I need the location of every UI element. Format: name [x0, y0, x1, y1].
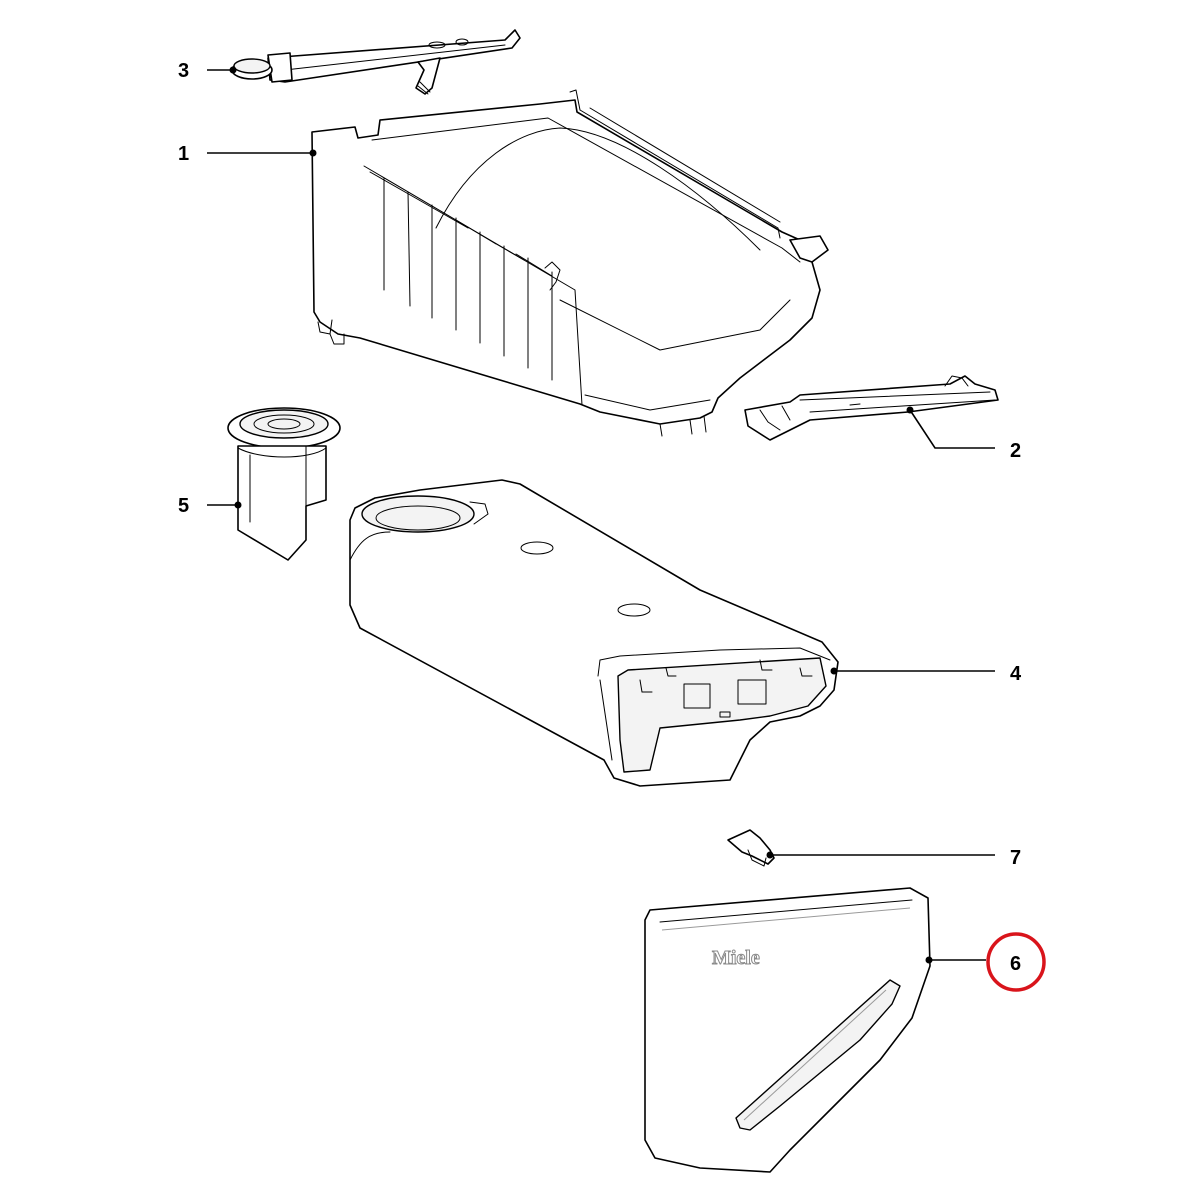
part-7-clip: [727, 829, 775, 867]
callout-1[interactable]: 1: [178, 143, 189, 165]
miele-logo: Miele: [712, 947, 760, 969]
part-2-slide-rail: [744, 375, 999, 441]
leader-lines: [207, 66, 995, 964]
callout-6[interactable]: 6: [1010, 953, 1021, 975]
part-6-front-panel: Miele: [644, 887, 931, 1173]
callout-4[interactable]: 4: [1010, 663, 1022, 685]
callout-labels: 3 1 2 5 4 7 6: [178, 60, 1046, 992]
callout-5[interactable]: 5: [178, 495, 189, 517]
callout-2[interactable]: 2: [1010, 440, 1021, 462]
part-3-hinge-lever: [231, 29, 521, 95]
callout-3[interactable]: 3: [178, 60, 189, 82]
callout-7[interactable]: 7: [1010, 847, 1021, 869]
part-4-dispenser-drawer: [349, 479, 839, 787]
part-1-upper-housing: [311, 89, 829, 437]
highlight-circle: [986, 932, 1046, 992]
part-5-filter-insert: [227, 407, 341, 561]
